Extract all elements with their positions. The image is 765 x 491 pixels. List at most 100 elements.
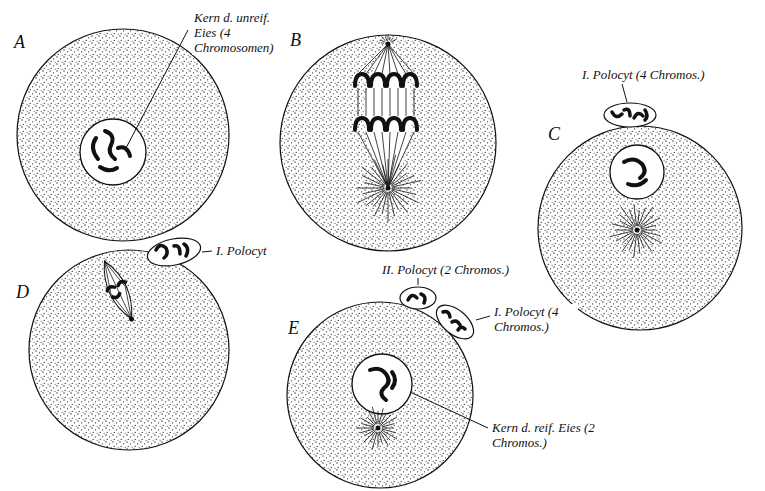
egg-cell: [126, 30, 188, 148]
egg-cell: [538, 126, 742, 330]
egg-cell: [628, 180, 646, 185]
egg-cell: [634, 113, 643, 118]
spindle-fiber: [388, 44, 406, 74]
egg-cell: [387, 74, 401, 86]
aster-ray: [637, 234, 639, 254]
egg-cell: [352, 354, 412, 414]
panel-letter: B: [290, 30, 301, 50]
egg-cell: [112, 294, 120, 299]
egg-cell: [403, 118, 417, 130]
egg-cell: [128, 316, 135, 323]
aster-ray: [382, 429, 396, 433]
aster-ray: [615, 230, 633, 231]
egg-cell: [17, 29, 229, 241]
aster-ray: [372, 167, 386, 184]
spindle-fiber: [374, 88, 375, 116]
aster-ray: [392, 180, 421, 187]
egg-cell: [17, 29, 229, 241]
egg-cell: [29, 234, 229, 450]
panel-letter: C: [548, 124, 560, 144]
aster-ray: [639, 233, 651, 251]
egg-cell: [280, 35, 496, 251]
egg-cell: [386, 186, 391, 191]
egg-cell: [421, 294, 425, 303]
spindle-fiber: [388, 132, 414, 188]
egg-cell: [622, 84, 627, 102]
aster-ray: [374, 192, 386, 217]
aster-ray: [356, 428, 374, 429]
aster-ray: [389, 37, 390, 40]
aster-ray: [362, 424, 375, 427]
egg-cell: [612, 109, 647, 120]
spindle-fiber: [414, 88, 415, 116]
egg-cell: [280, 35, 496, 251]
aster-ray: [610, 231, 633, 237]
callout-label: I. Polocyt (4 Chromos.): [492, 304, 578, 334]
egg-cell: [118, 287, 139, 319]
aster-ray: [378, 432, 379, 447]
egg-cell: [93, 138, 98, 159]
callout-label: I. Polocyt (4 Chromos.): [580, 67, 707, 82]
aster-ray: [639, 207, 653, 227]
egg-cell: [97, 261, 118, 293]
egg-cell: [443, 312, 465, 330]
aster-ray: [622, 233, 634, 251]
aster-ray: [378, 411, 379, 424]
spindle-fiber: [388, 44, 414, 74]
aster-ray: [390, 164, 400, 184]
egg-cell: [118, 147, 130, 156]
egg-cell: [95, 257, 141, 326]
aster-ray: [382, 36, 386, 41]
spindle-fiber: [390, 88, 391, 116]
aster-ray: [385, 37, 386, 41]
egg-cell: [476, 316, 490, 320]
callout-label: I. Polocyt: [214, 243, 269, 258]
spindle-fiber: [358, 132, 388, 188]
aster-ray: [392, 190, 419, 203]
aster-ray: [364, 431, 376, 443]
panel-letter: E: [288, 318, 299, 338]
aster-ray: [641, 230, 657, 231]
egg-cell: [387, 118, 401, 130]
egg-cell: [612, 112, 622, 117]
aster-ray: [357, 188, 384, 189]
aster-rays: [356, 35, 662, 450]
aster-ray: [381, 417, 397, 426]
egg-cell: [355, 74, 369, 86]
egg-cell: [104, 258, 125, 290]
aster-ray: [390, 163, 407, 184]
egg-cell: [202, 251, 212, 252]
egg-cell: [408, 295, 417, 300]
egg-cell: [29, 250, 229, 450]
egg-cell: [355, 74, 417, 130]
egg-cell: [538, 126, 742, 330]
egg-cell: [624, 159, 646, 185]
aster-ray: [392, 188, 412, 189]
egg-cell: [106, 280, 129, 299]
aster-ray: [388, 35, 389, 40]
egg-cell: [418, 278, 419, 285]
aster-ray: [381, 40, 385, 42]
spindle-fiber: [406, 88, 407, 116]
egg-cell: [452, 321, 460, 325]
egg-cell: [156, 244, 188, 258]
egg-cell: [156, 245, 167, 258]
egg-cell: [358, 44, 414, 188]
aster-ray: [388, 192, 389, 222]
callout-label: II. Polocyt (2 Chromos.): [380, 262, 511, 277]
egg-cell: [364, 44, 412, 188]
egg-cell: [111, 290, 132, 322]
aster-ray: [640, 216, 653, 228]
aster-ray: [388, 159, 389, 184]
egg-cell: [400, 287, 436, 309]
egg-cell: [386, 42, 391, 47]
aster-ray: [391, 37, 394, 40]
aster-ray: [383, 165, 387, 184]
aster-ray: [391, 173, 406, 185]
egg-cell: [408, 294, 425, 303]
egg-cell: [370, 369, 389, 400]
egg-cell: [370, 369, 395, 400]
egg-cell: [624, 159, 645, 178]
egg-cell: [371, 118, 385, 130]
callout-label: Kern d. unreif. Eies (4 Chromosomen): [192, 10, 296, 55]
